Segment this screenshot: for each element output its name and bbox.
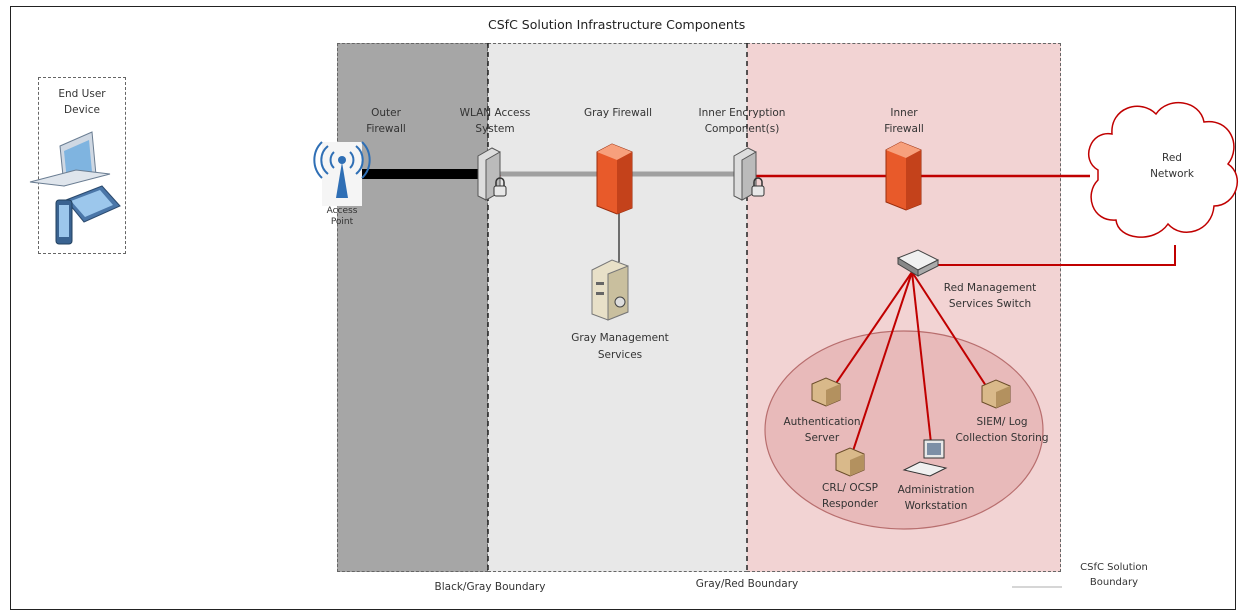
switch-fanout-links — [829, 271, 991, 461]
access-point-label: Access Point — [326, 206, 358, 227]
switch-icon — [896, 249, 940, 277]
red-switch-label: Red Management Services Switch — [943, 282, 1037, 310]
encryption-device-icon — [477, 147, 507, 201]
phone-icon — [55, 199, 73, 245]
crl-server-icon — [835, 447, 865, 477]
tablet-icon — [65, 185, 121, 223]
end-user-device-box — [38, 77, 126, 254]
inner-firewall-icon — [885, 141, 922, 211]
diagram-title: CSfC Solution Infrastructure Components — [488, 17, 746, 32]
wlan-access-system-label: WLAN Access System — [459, 107, 531, 135]
laptop-icon — [29, 131, 111, 187]
red-switch-link — [938, 245, 1176, 266]
server-icon — [591, 259, 629, 321]
auth-server-icon — [811, 377, 841, 407]
gray-management-label: Gray Management Services — [571, 332, 669, 361]
inner-firewall-label: Inner Firewall — [884, 107, 924, 135]
outer-firewall-label: Outer Firewall — [366, 107, 406, 135]
workstation-icon — [902, 439, 948, 477]
inner-encryption-label: Inner Encryption Component(s) — [698, 107, 786, 135]
gray-firewall-icon — [596, 143, 633, 215]
csfc-boundary-label: CSfC Solution Boundary — [1080, 562, 1148, 588]
cloud-icon — [1087, 101, 1239, 238]
black-zone — [337, 43, 488, 572]
inner-encryption-device-icon — [733, 147, 765, 201]
red-network-label: Red Network — [1150, 152, 1194, 180]
crl-ocsp-label: CRL/ OCSP Responder — [822, 482, 878, 510]
auth-server-label: Authentication Server — [783, 416, 861, 444]
gray-red-boundary-label: Gray/Red Boundary — [695, 578, 799, 590]
admin-workstation-label: Administration Workstation — [897, 484, 975, 512]
gray-firewall-label: Gray Firewall — [583, 107, 653, 119]
end-user-device-label: End User Device — [58, 88, 106, 116]
siem-label: SIEM/ Log Collection Storing — [955, 416, 1049, 444]
access-point-icon — [313, 141, 371, 206]
siem-server-icon — [981, 379, 1011, 409]
red-mgmt-enclave — [764, 330, 1044, 530]
black-gray-boundary-label: Black/Gray Boundary — [434, 581, 546, 593]
